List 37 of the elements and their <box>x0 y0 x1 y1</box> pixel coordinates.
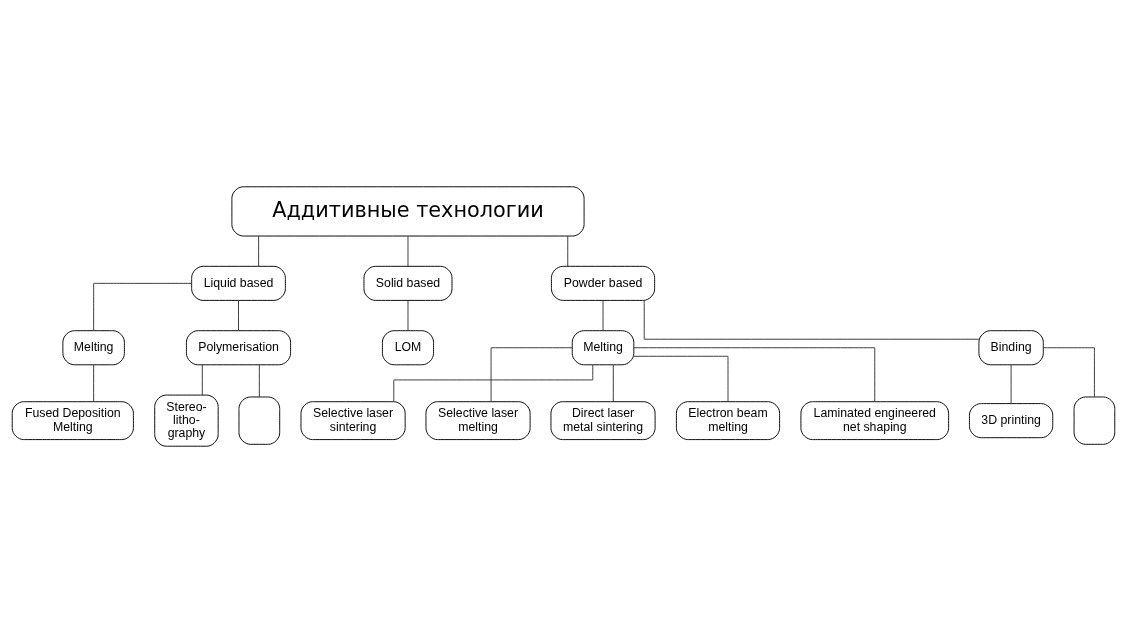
node-box: Selective laser sintering <box>300 400 406 440</box>
connector <box>258 364 260 397</box>
node-box: Powder based <box>550 265 656 301</box>
connector <box>1042 346 1095 397</box>
node-box: LOM <box>381 329 435 365</box>
connector <box>612 364 614 402</box>
node-box: Аддитивные технологии <box>231 185 585 236</box>
node-box: Direct laser metal sintering <box>550 400 656 440</box>
connector <box>490 346 573 402</box>
node-box: Solid based <box>363 265 453 301</box>
node-box: Fused Deposition Melting <box>11 400 134 440</box>
connector <box>238 299 239 331</box>
node-box: 3D printing <box>968 402 1054 438</box>
node-box <box>238 396 281 445</box>
connector <box>602 299 604 331</box>
connector <box>93 282 192 331</box>
node-box: Polymerisation <box>185 329 292 365</box>
node-box: Binding <box>978 329 1044 365</box>
connector <box>567 235 569 267</box>
connector <box>93 364 95 402</box>
node-box: Laminated engineered net shaping <box>800 400 950 440</box>
node-box: Electron beam melting <box>675 400 781 440</box>
connector <box>643 299 980 340</box>
connector <box>407 235 409 267</box>
node-box: Liquid based <box>191 265 286 301</box>
node-box <box>1073 396 1116 445</box>
connector <box>633 355 729 402</box>
node-box: Melting <box>571 329 635 365</box>
node-box: Stereo- litho- graphy <box>154 394 219 447</box>
node-box: Selective laser melting <box>425 400 531 440</box>
node-box: Melting <box>62 329 125 365</box>
connector <box>633 346 876 402</box>
connector <box>407 299 409 331</box>
connector <box>258 235 260 267</box>
connector <box>393 364 594 402</box>
connector <box>1010 364 1012 404</box>
connector <box>201 364 203 395</box>
